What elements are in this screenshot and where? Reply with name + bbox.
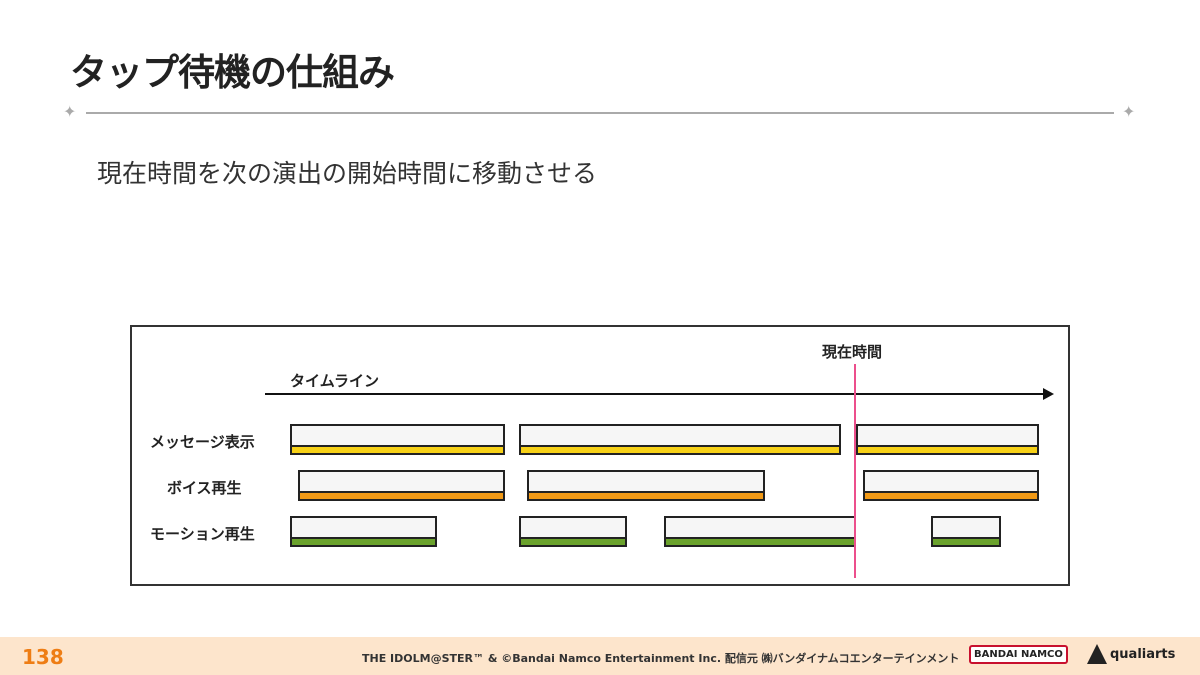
row-label-motion: モーション再生 bbox=[150, 525, 255, 543]
voice-segment bbox=[298, 470, 505, 501]
message-segment bbox=[519, 424, 841, 455]
page-number: 138 bbox=[22, 645, 64, 669]
qualiarts-logo-icon bbox=[1087, 644, 1107, 664]
motion-segment bbox=[290, 516, 437, 547]
arrow-right-icon bbox=[1043, 388, 1054, 400]
row-label-message: メッセージ表示 bbox=[150, 433, 255, 451]
message-segment bbox=[290, 424, 505, 455]
motion-segment bbox=[519, 516, 627, 547]
timeline-axis bbox=[265, 393, 1045, 395]
slide-title: タップ待機の仕組み bbox=[70, 51, 395, 94]
current-time-cursor bbox=[854, 364, 856, 578]
title-divider bbox=[86, 112, 1114, 114]
sparkle-icon: ✦ bbox=[1122, 102, 1136, 121]
timeline-label: タイムライン bbox=[290, 372, 379, 390]
bandai-namco-logo: BANDAI NAMCO bbox=[969, 645, 1068, 664]
qualiarts-logo: qualiarts bbox=[1110, 647, 1176, 662]
copyright-text: THE IDOLM@STER™ & ©Bandai Namco Entertai… bbox=[362, 652, 960, 665]
motion-segment bbox=[931, 516, 1001, 547]
row-label-voice: ボイス再生 bbox=[167, 479, 242, 497]
current-time-label: 現在時間 bbox=[822, 343, 883, 361]
timeline-diagram-frame bbox=[130, 325, 1070, 586]
message-segment bbox=[856, 424, 1039, 455]
voice-segment bbox=[527, 470, 765, 501]
motion-segment bbox=[664, 516, 856, 547]
slide-subtitle: 現在時間を次の演出の開始時間に移動させる bbox=[97, 159, 598, 188]
voice-segment bbox=[863, 470, 1039, 501]
sparkle-icon: ✦ bbox=[63, 102, 77, 121]
